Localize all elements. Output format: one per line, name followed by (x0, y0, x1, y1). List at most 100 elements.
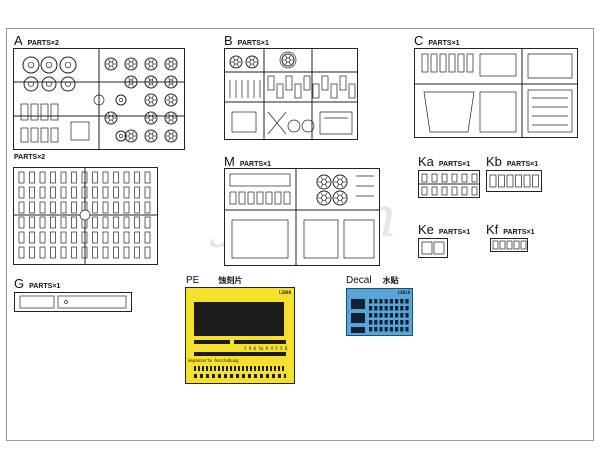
track-link (92, 216, 98, 229)
wheel-spoke (285, 55, 288, 59)
chinese-label: 蚀刻片 (218, 276, 243, 285)
wheel-hub (337, 179, 343, 185)
track-link (18, 201, 25, 214)
track-link (144, 231, 151, 244)
wheel-spoke (340, 199, 344, 204)
clear-part (57, 295, 127, 309)
wheel-spoke (285, 61, 288, 65)
road-wheel-part (115, 94, 127, 106)
wheel-spoke (171, 131, 174, 135)
sprue-a-parts (13, 48, 185, 150)
wheel-spoke (171, 119, 174, 123)
road-wheel-part (144, 129, 158, 143)
label-sprue-a2: PARTS×2 (14, 154, 45, 161)
road-wheel-part (124, 57, 138, 71)
small-part (513, 240, 520, 250)
track-link (71, 216, 77, 229)
decal-numeral (369, 320, 373, 325)
decal-numeral (400, 320, 404, 325)
wheel-hub (46, 81, 52, 87)
small-part (515, 174, 522, 188)
parts-count: PARTS×1 (506, 161, 539, 168)
track-link (92, 201, 98, 214)
decal-numeral (384, 313, 388, 318)
small-part (265, 191, 273, 205)
wheel-spoke (168, 95, 171, 99)
road-wheel-part (332, 190, 348, 206)
track-link (39, 201, 46, 214)
wheel-spoke (171, 137, 174, 141)
wheel-hub (285, 57, 291, 63)
wheel-spoke (131, 83, 134, 87)
road-wheel-part (40, 56, 58, 74)
wheel-hub (168, 61, 174, 67)
track-link (92, 231, 98, 244)
pe-mesh (194, 366, 286, 371)
gate-dot (64, 300, 68, 304)
track-link (113, 201, 119, 214)
wheel-spoke (252, 57, 255, 61)
track-link (113, 171, 119, 184)
road-wheel-part (164, 129, 178, 143)
wheel-spoke (252, 63, 255, 67)
hull-plate-part (423, 91, 475, 133)
track-link (50, 186, 56, 199)
track-link (29, 171, 35, 184)
wheel-spoke (171, 83, 174, 87)
decal-numeral (374, 327, 378, 332)
sprue-c-parts (414, 48, 578, 138)
label-sprue-a: A PARTS×2 (14, 33, 59, 48)
label-sprue-b: B PARTS×1 (224, 33, 269, 48)
wheel-spoke (340, 183, 344, 188)
wheel-spoke (168, 83, 171, 87)
hull-part (479, 53, 517, 77)
track-link (39, 171, 46, 184)
small-part (520, 240, 527, 250)
track-link (18, 216, 25, 229)
sprue-c-frame (414, 48, 578, 138)
track-link (71, 246, 77, 259)
small-part (283, 191, 291, 205)
pe-code: L3500 (278, 290, 291, 295)
small-part (229, 191, 237, 205)
wheel-spoke (171, 65, 174, 69)
decal-numeral (374, 320, 378, 325)
track-link (92, 171, 98, 184)
label-sprue-c: C PARTS×1 (414, 33, 460, 48)
pe-numbers: 7 9 6 5a 9 4 5 5 8 (244, 346, 288, 351)
track-link (18, 246, 25, 259)
road-wheel-part (144, 57, 158, 71)
track-link (113, 246, 119, 259)
track-link (60, 186, 67, 199)
track-link (60, 246, 67, 259)
road-wheel-part (59, 56, 77, 74)
track-link (144, 201, 151, 214)
track-link (134, 171, 140, 184)
plate-part (70, 121, 90, 141)
sheet-border (6, 28, 594, 441)
small-part (523, 174, 531, 188)
bracket-part (267, 111, 287, 135)
road-wheel-part (164, 75, 178, 89)
road-wheel-part (164, 111, 178, 125)
wheel-spoke (131, 77, 134, 81)
sprue-kb-frame (486, 170, 542, 192)
decal-numeral (405, 327, 409, 332)
road-wheel-part (104, 111, 118, 125)
parts-count: PARTS×2 (14, 154, 46, 161)
label-decal: Decal 水贴 (346, 275, 399, 286)
road-wheel-part (60, 76, 76, 92)
wheel-hub (168, 133, 174, 139)
wheel-spoke (288, 55, 291, 59)
small-part (348, 83, 356, 99)
box-part (231, 111, 257, 133)
decal-numeral (374, 313, 378, 318)
small-part (431, 186, 438, 196)
decal-numeral (389, 299, 393, 304)
wheel-spoke (151, 83, 154, 87)
road-wheel-part (22, 56, 40, 74)
sprue-letter: G (14, 276, 25, 291)
small-part (421, 186, 428, 196)
decal-numeral (405, 320, 409, 325)
wheel-spoke (336, 176, 340, 181)
